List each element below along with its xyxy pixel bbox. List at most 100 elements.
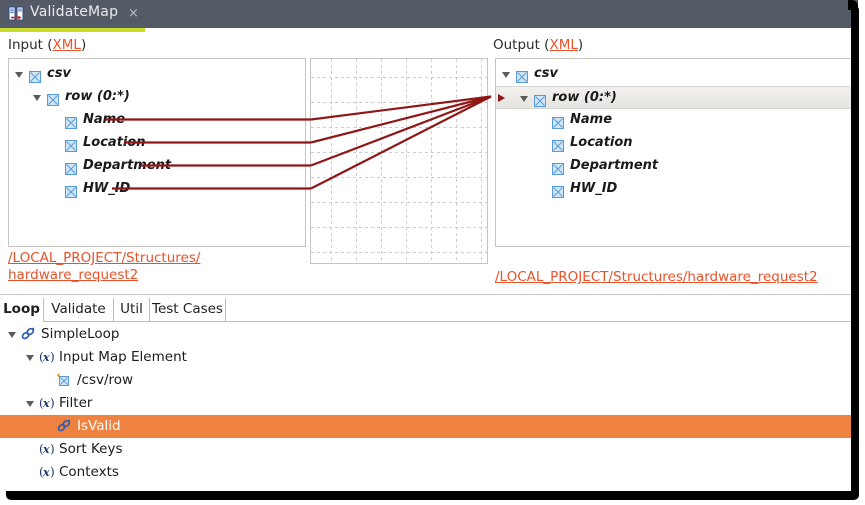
output-caption-prefix: Output ( <box>493 37 550 53</box>
chain-link-icon <box>21 326 35 345</box>
tree-row[interactable]: row (0:*) <box>9 86 305 109</box>
tab-loop[interactable]: Loop <box>0 298 44 322</box>
window-titlebar: ValidateMap × <box>0 0 858 32</box>
checkbox-x-icon <box>65 114 77 129</box>
checkbox-x-icon <box>65 160 77 175</box>
tree-row[interactable]: csv <box>496 63 858 86</box>
tree-row[interactable]: csv <box>9 63 305 86</box>
checkbox-x-icon <box>552 183 564 198</box>
svg-text:): ) <box>50 350 55 364</box>
loop-definition-tree[interactable]: SimpleLoop(x)Input Map Element/csv/row(x… <box>0 323 858 491</box>
tree-node-label: Name <box>83 112 126 127</box>
input-xml-link[interactable]: XML <box>52 37 81 53</box>
tree-node-label: Department <box>83 158 172 173</box>
input-panel-caption: Input (XML) <box>8 37 86 53</box>
svg-text:x: x <box>42 397 50 410</box>
tree-node-label: csv <box>47 66 71 81</box>
loop-tree-row[interactable]: /csv/row <box>0 369 858 392</box>
tree-row[interactable]: Name <box>9 109 305 132</box>
loop-tree-label: IsValid <box>77 418 121 434</box>
window-shadow-bottom <box>6 491 859 500</box>
tree-node-label: Department <box>570 158 659 173</box>
fx-variable-icon: (x) <box>39 395 57 414</box>
chevron-down-icon[interactable] <box>502 72 510 78</box>
output-structure-path-link[interactable]: /LOCAL_PROJECT/Structures/hardware_reque… <box>495 269 818 285</box>
tree-row[interactable]: Department <box>496 155 858 178</box>
tree-row[interactable]: Location <box>496 132 858 155</box>
tab-validate[interactable]: Validate <box>44 298 114 322</box>
loop-tree-row[interactable]: IsValid <box>0 415 858 438</box>
loop-tree-row[interactable]: SimpleLoop <box>0 323 858 346</box>
checkbox-x-icon <box>65 183 77 198</box>
svg-text:(: ( <box>39 442 44 456</box>
chevron-down-icon[interactable] <box>33 95 41 101</box>
svg-text:x: x <box>42 443 50 456</box>
input-caption-prefix: Input ( <box>8 37 53 53</box>
checkbox-x-icon <box>65 137 77 152</box>
checkbox-x-icon <box>552 137 564 152</box>
svg-text:x: x <box>42 466 50 479</box>
chain-link-icon <box>57 418 71 437</box>
svg-text:(: ( <box>39 465 44 479</box>
fx-variable-icon: (x) <box>39 349 57 368</box>
tabbar-underline <box>0 321 858 322</box>
tree-node-label: Location <box>570 135 633 150</box>
section-divider <box>0 294 858 295</box>
mapping-grid-canvas[interactable] <box>310 58 488 264</box>
chevron-down-icon[interactable] <box>15 72 23 78</box>
tree-row[interactable]: row (0:*) <box>496 86 858 109</box>
svg-text:): ) <box>50 465 55 479</box>
output-caption-suffix: ) <box>577 37 584 53</box>
tree-row[interactable]: Department <box>9 155 305 178</box>
loop-tree-label: SimpleLoop <box>41 326 120 342</box>
tree-row[interactable]: Name <box>496 109 858 132</box>
tree-node-label: Location <box>83 135 146 150</box>
svg-text:): ) <box>50 396 55 410</box>
active-tab-connector <box>0 321 43 323</box>
active-tab-accent-bar <box>0 28 145 32</box>
checkbox-x-icon <box>552 114 564 129</box>
loop-tree-row[interactable]: (x)Contexts <box>0 461 858 484</box>
tab-test-cases[interactable]: Test Cases <box>150 298 226 322</box>
tree-node-label: csv <box>534 66 558 81</box>
svg-text:(: ( <box>39 396 44 410</box>
output-panel-caption: Output (XML) <box>493 37 583 53</box>
fx-variable-icon: (x) <box>39 441 57 460</box>
close-icon[interactable]: × <box>128 6 139 21</box>
tree-row[interactable]: Location <box>9 132 305 155</box>
tree-node-label: row (0:*) <box>552 90 617 105</box>
grid-lines <box>311 59 487 263</box>
chevron-down-icon[interactable] <box>8 332 16 338</box>
mapping-target-arrow-icon <box>498 94 505 102</box>
editor-tab-validatemap[interactable]: ValidateMap × <box>0 0 145 28</box>
loop-tree-row[interactable]: (x)Filter <box>0 392 858 415</box>
map-document-icon <box>8 6 24 22</box>
fx-variable-icon: (x) <box>39 464 57 483</box>
checkbox-x-icon <box>534 92 546 107</box>
tree-row[interactable]: HW_ID <box>496 178 858 201</box>
window-shadow-right <box>851 6 859 499</box>
tree-row[interactable]: HW_ID <box>9 178 305 201</box>
checkbox-x-icon <box>29 68 41 83</box>
chevron-down-icon[interactable] <box>26 401 34 407</box>
loop-tree-row[interactable]: (x)Sort Keys <box>0 438 858 461</box>
chevron-down-icon[interactable] <box>26 355 34 361</box>
checkbox-x-icon <box>516 68 528 83</box>
loop-tree-label: Filter <box>59 395 93 411</box>
checkbox-x-icon <box>552 160 564 175</box>
window-shadow-corner <box>848 0 858 10</box>
output-xml-link[interactable]: XML <box>549 37 578 53</box>
chevron-down-icon[interactable] <box>520 96 528 102</box>
loop-tree-label: /csv/row <box>77 372 134 388</box>
tree-node-label: HW_ID <box>83 181 131 196</box>
input-structure-path-link[interactable]: /LOCAL_PROJECT/Structures/ hardware_requ… <box>8 250 201 283</box>
tab-util[interactable]: Util <box>114 298 150 322</box>
svg-text:): ) <box>50 442 55 456</box>
tree-node-label: HW_ID <box>570 181 618 196</box>
editor-tab-title: ValidateMap <box>30 4 119 20</box>
loop-tree-row[interactable]: (x)Input Map Element <box>0 346 858 369</box>
